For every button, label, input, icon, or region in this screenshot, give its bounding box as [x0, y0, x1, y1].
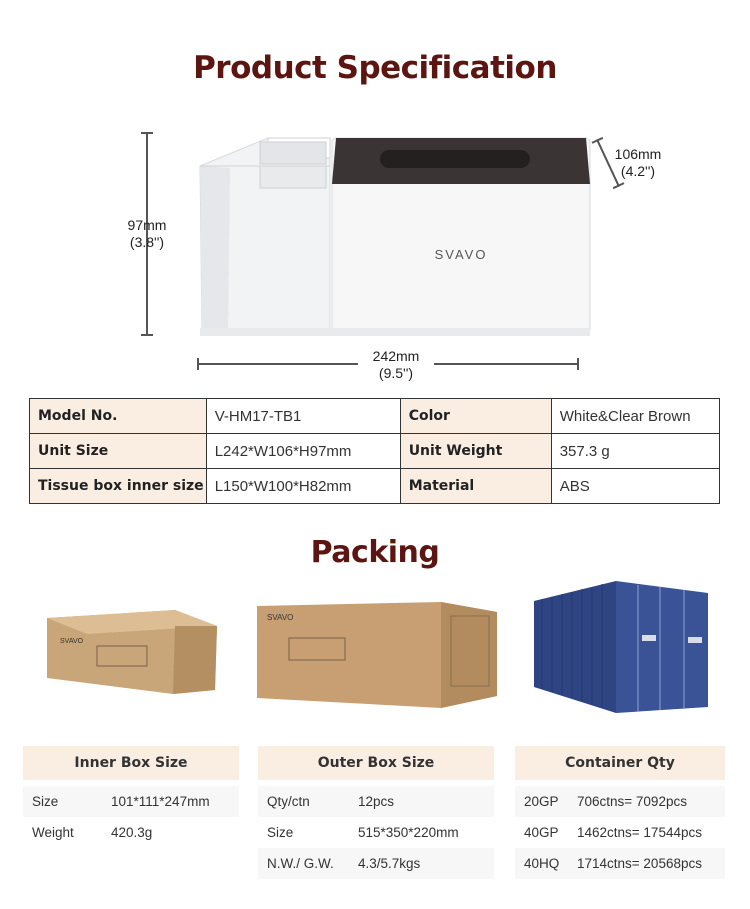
table-row: 20GP 706ctns= 7092pcs: [515, 786, 725, 817]
inner-box-value: 101*111*247mm: [111, 794, 210, 809]
table-row: Model No. V-HM17-TB1 Color White&Clear B…: [29, 398, 721, 434]
spec-label: Material: [399, 468, 552, 504]
spec-label: Unit Weight: [399, 433, 552, 469]
inner-box-table: Inner Box Size Size 101*111*247mm Weight…: [23, 746, 239, 848]
container-type: 40HQ: [524, 856, 560, 871]
spec-value: White&Clear Brown: [550, 398, 721, 434]
shipping-container-image: [534, 581, 708, 713]
product-brand-logo: SVAVO: [435, 247, 488, 262]
spec-value: ABS: [550, 468, 721, 504]
outer-box-label: N.W./ G.W.: [267, 856, 334, 871]
container-type: 40GP: [524, 825, 559, 840]
outer-box-header: Outer Box Size: [258, 746, 494, 780]
inner-box-label: Weight: [32, 825, 74, 840]
outer-box-value: 12pcs: [358, 794, 395, 809]
depth-in: (4.2''): [620, 163, 656, 179]
spec-value: L150*W100*H82mm: [205, 468, 401, 504]
outer-box-label: Qty/ctn: [267, 794, 310, 809]
spec-table: Model No. V-HM17-TB1 Color White&Clear B…: [29, 398, 721, 504]
container-qty: 1714ctns= 20568pcs: [577, 856, 702, 871]
spec-value: 357.3 g: [550, 433, 721, 469]
spec-label: Unit Size: [29, 433, 207, 469]
table-row: Weight 420.3g: [23, 817, 239, 848]
page-title: Product Specification: [193, 50, 557, 86]
width-mm: 242mm: [372, 348, 420, 364]
height-mm: 97mm: [127, 217, 167, 233]
outer-box-value: 4.3/5.7kgs: [358, 856, 421, 871]
width-label: 242mm (9.5''): [358, 348, 434, 382]
table-row: 40GP 1462ctns= 17544pcs: [515, 817, 725, 848]
depth-mm: 106mm: [614, 146, 662, 162]
width-in: (9.5''): [378, 365, 414, 381]
table-row: N.W./ G.W. 4.3/5.7kgs: [258, 848, 494, 879]
outer-box-brand: SVAVO: [267, 613, 293, 622]
table-row: Tissue box inner size L150*W100*H82mm Ma…: [29, 468, 721, 504]
table-row: Size 515*350*220mm: [258, 817, 494, 848]
depth-label: 106mm (4.2''): [608, 146, 668, 180]
inner-box-value: 420.3g: [111, 825, 153, 840]
packing-title: Packing: [310, 535, 440, 570]
container-type: 20GP: [524, 794, 559, 809]
height-dimension-line: [141, 132, 153, 336]
table-row: Qty/ctn 12pcs: [258, 786, 494, 817]
table-row: 40HQ 1714ctns= 20568pcs: [515, 848, 725, 879]
table-row: Unit Size L242*W106*H97mm Unit Weight 35…: [29, 433, 721, 469]
height-label: 97mm (3.8''): [117, 217, 177, 251]
table-row: Size 101*111*247mm: [23, 786, 239, 817]
container-qty: 1462ctns= 17544pcs: [577, 825, 702, 840]
container-qty: 706ctns= 7092pcs: [577, 794, 687, 809]
container-qty-table: Container Qty 20GP 706ctns= 7092pcs 40GP…: [515, 746, 725, 879]
height-in: (3.8''): [129, 234, 165, 250]
spec-label: Tissue box inner size: [29, 468, 207, 504]
product-image: SVAVO: [199, 137, 591, 336]
spec-value: L242*W106*H97mm: [205, 433, 401, 469]
spec-value: V-HM17-TB1: [205, 398, 401, 434]
spec-label: Color: [399, 398, 552, 434]
inner-box-header: Inner Box Size: [23, 746, 239, 780]
spec-label: Model No.: [29, 398, 207, 434]
outer-box-value: 515*350*220mm: [358, 825, 459, 840]
container-qty-header: Container Qty: [515, 746, 725, 780]
inner-box-image: SVAVO: [47, 610, 217, 694]
outer-box-image: SVAVO: [257, 602, 497, 708]
inner-box-label: Size: [32, 794, 59, 809]
outer-box-table: Outer Box Size Qty/ctn 12pcs Size 515*35…: [258, 746, 494, 879]
outer-box-label: Size: [267, 825, 294, 840]
inner-box-brand: SVAVO: [60, 638, 84, 645]
